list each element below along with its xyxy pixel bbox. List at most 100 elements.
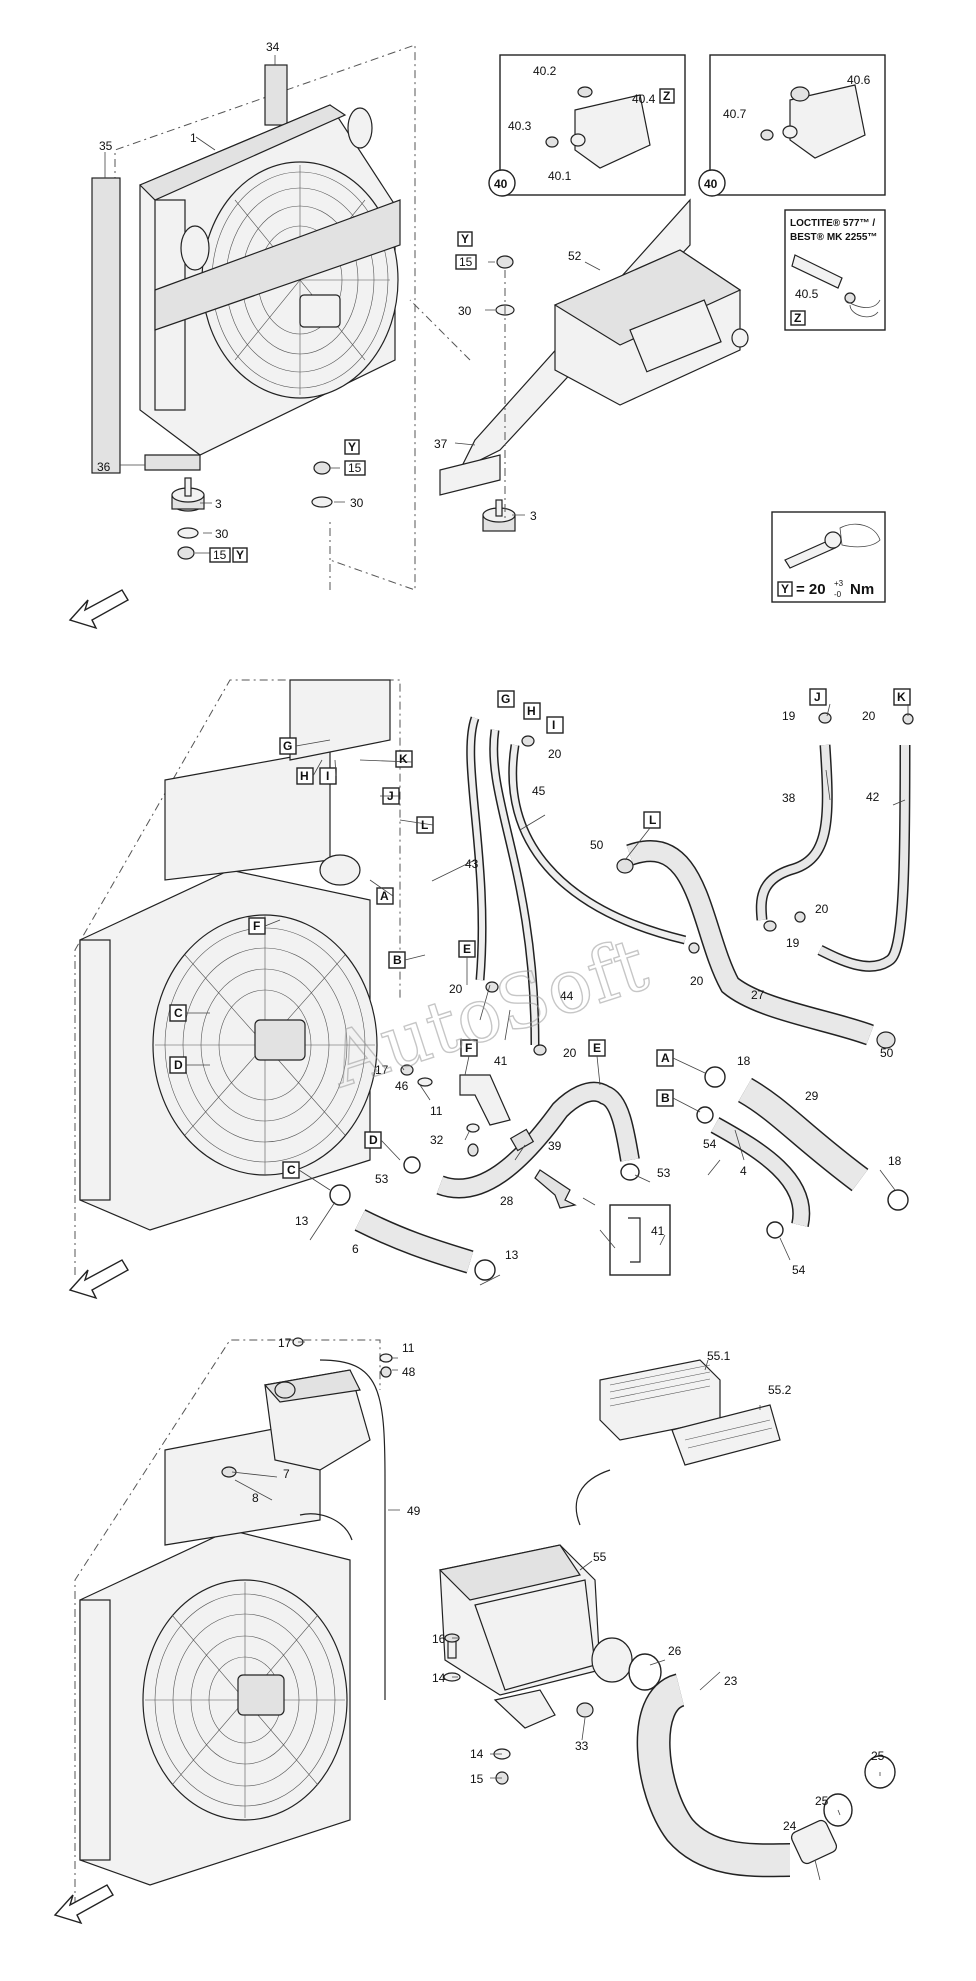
loctite-box [784, 209, 886, 331]
filter-55-1 [599, 1359, 721, 1441]
bolt-stack-y [495, 255, 515, 520]
radiator-assembly [138, 104, 401, 471]
rotate-arrow-filter [575, 1469, 611, 1526]
code-box-y-frame: Y [348, 440, 356, 454]
hose-42 [817, 744, 911, 972]
hose-45 [508, 744, 687, 945]
callout-20-b: 20 [449, 982, 463, 996]
direction-arrow-icon [68, 589, 129, 630]
callout-32: 32 [430, 1133, 444, 1147]
callout-20-c: 20 [563, 1046, 577, 1060]
bracket-foot-37 [439, 454, 501, 496]
callout-18-upper: 18 [737, 1054, 751, 1068]
bracket-52 [439, 198, 749, 496]
callout-14-upper: 14 [432, 1671, 446, 1685]
heater-55 [438, 1544, 662, 1729]
torque-box [771, 511, 886, 603]
clamp-13-left [329, 1184, 351, 1206]
hose-43 [466, 716, 487, 981]
letter-d-radiator: D [174, 1058, 183, 1072]
callout-25-left: 25 [815, 1794, 829, 1808]
callout-53-right: 53 [657, 1166, 671, 1180]
hose-4 [710, 1117, 811, 1227]
callout-35: 35 [99, 139, 113, 153]
callout-39: 39 [548, 1139, 562, 1153]
callout-15-frame: 15 [348, 461, 362, 475]
rotate-arrow-tank [299, 1513, 353, 1541]
callout-41-a: 41 [494, 1054, 508, 1068]
callout-20-d: 20 [690, 974, 704, 988]
callout-30-left: 30 [215, 527, 229, 541]
callout-16: 16 [432, 1632, 446, 1646]
callout-19-lower: 19 [786, 936, 800, 950]
letter-a-hose29: A [661, 1051, 670, 1065]
callout-54-upper: 54 [703, 1137, 717, 1151]
clamp-18-lower [887, 1189, 909, 1211]
callout-55: 55 [593, 1550, 607, 1564]
detail-box-40-left [488, 54, 686, 197]
callout-29: 29 [805, 1089, 819, 1103]
callout-3-left: 3 [215, 497, 222, 511]
callout-30-bracket: 30 [458, 304, 472, 318]
callout-27: 27 [751, 988, 765, 1002]
isolator-mount-left [171, 477, 205, 560]
callout-19-upper: 19 [782, 709, 796, 723]
clamp-50-upper [616, 858, 634, 874]
callout-42: 42 [866, 790, 880, 804]
seal-strip-34 [264, 64, 288, 126]
torque-value: = 20 [796, 581, 826, 598]
callout-40-7: 40.7 [723, 107, 747, 121]
callout-40-1: 40.1 [548, 169, 572, 183]
callout-50-upper: 50 [590, 838, 604, 852]
callout-38: 38 [782, 791, 796, 805]
letter-l-tank: L [421, 818, 428, 832]
letter-boxes [169, 688, 911, 1179]
callout-40-6: 40.6 [847, 73, 871, 87]
clamp-53-left [403, 1156, 421, 1174]
detail-box-40-right [698, 54, 886, 197]
hose-6 [354, 1209, 474, 1274]
radiator-assembly-3 [79, 1419, 351, 1886]
callout-55-2: 55.2 [768, 1383, 792, 1397]
callout-28: 28 [500, 1194, 514, 1208]
clamps-25 [823, 1755, 896, 1827]
callout-17-p3: 17 [278, 1336, 292, 1350]
hose-38 [755, 744, 833, 921]
panel-tank-heater: 17 11 48 7 8 49 16 14 14 15 55 26 23 33 … [53, 1336, 896, 1925]
install-arrow [534, 1169, 577, 1209]
panel-radiator-mounting: 1 34 35 36 3 30 15 Y Y 15 30 Y 15 30 37 … [68, 40, 886, 630]
callout-25-right: 25 [871, 1749, 885, 1763]
code-box-y-left: Y [236, 548, 244, 562]
loctite-label-2: BEST® MK 2255™ [790, 232, 877, 243]
seal-strip-35 [91, 177, 121, 474]
letter-b-hose4: B [661, 1091, 670, 1105]
callout-48: 48 [402, 1365, 416, 1379]
isolator-mount-right [482, 499, 516, 532]
code-box-y-bracket: Y [461, 232, 469, 246]
callout-44: 44 [560, 989, 574, 1003]
clamp-54-lower [766, 1221, 784, 1239]
callout-40-4: 40.4 [632, 92, 656, 106]
callout-49: 49 [407, 1504, 421, 1518]
glue-tube-icon [791, 254, 881, 318]
callout-20-e: 20 [862, 709, 876, 723]
callout-33: 33 [575, 1739, 589, 1753]
hose-29 [737, 1077, 869, 1192]
callout-23: 23 [724, 1674, 738, 1688]
clamp-54-upper [696, 1106, 714, 1124]
letter-g-tank: G [283, 739, 292, 753]
hose-connector-39 [509, 1128, 535, 1152]
clamp-19-upper [818, 712, 832, 724]
torque-tolerance-minus: -0 [834, 590, 842, 599]
callout-34: 34 [266, 40, 280, 54]
clamp-50-lower [876, 1031, 896, 1049]
hose-27 [626, 840, 874, 1046]
callout-11-p3: 11 [402, 1341, 415, 1355]
callout-55-1: 55.1 [707, 1349, 731, 1363]
letter-b-radiator: B [393, 953, 402, 967]
letter-g-hose: G [501, 692, 510, 706]
callout-14-lower: 14 [470, 1747, 484, 1761]
code-box-z-loctite: Z [794, 311, 801, 325]
callout-11: 11 [430, 1104, 443, 1118]
panel-coolant-hoses: G H I J K L G H I K J L A F B C D E F E … [68, 679, 914, 1300]
